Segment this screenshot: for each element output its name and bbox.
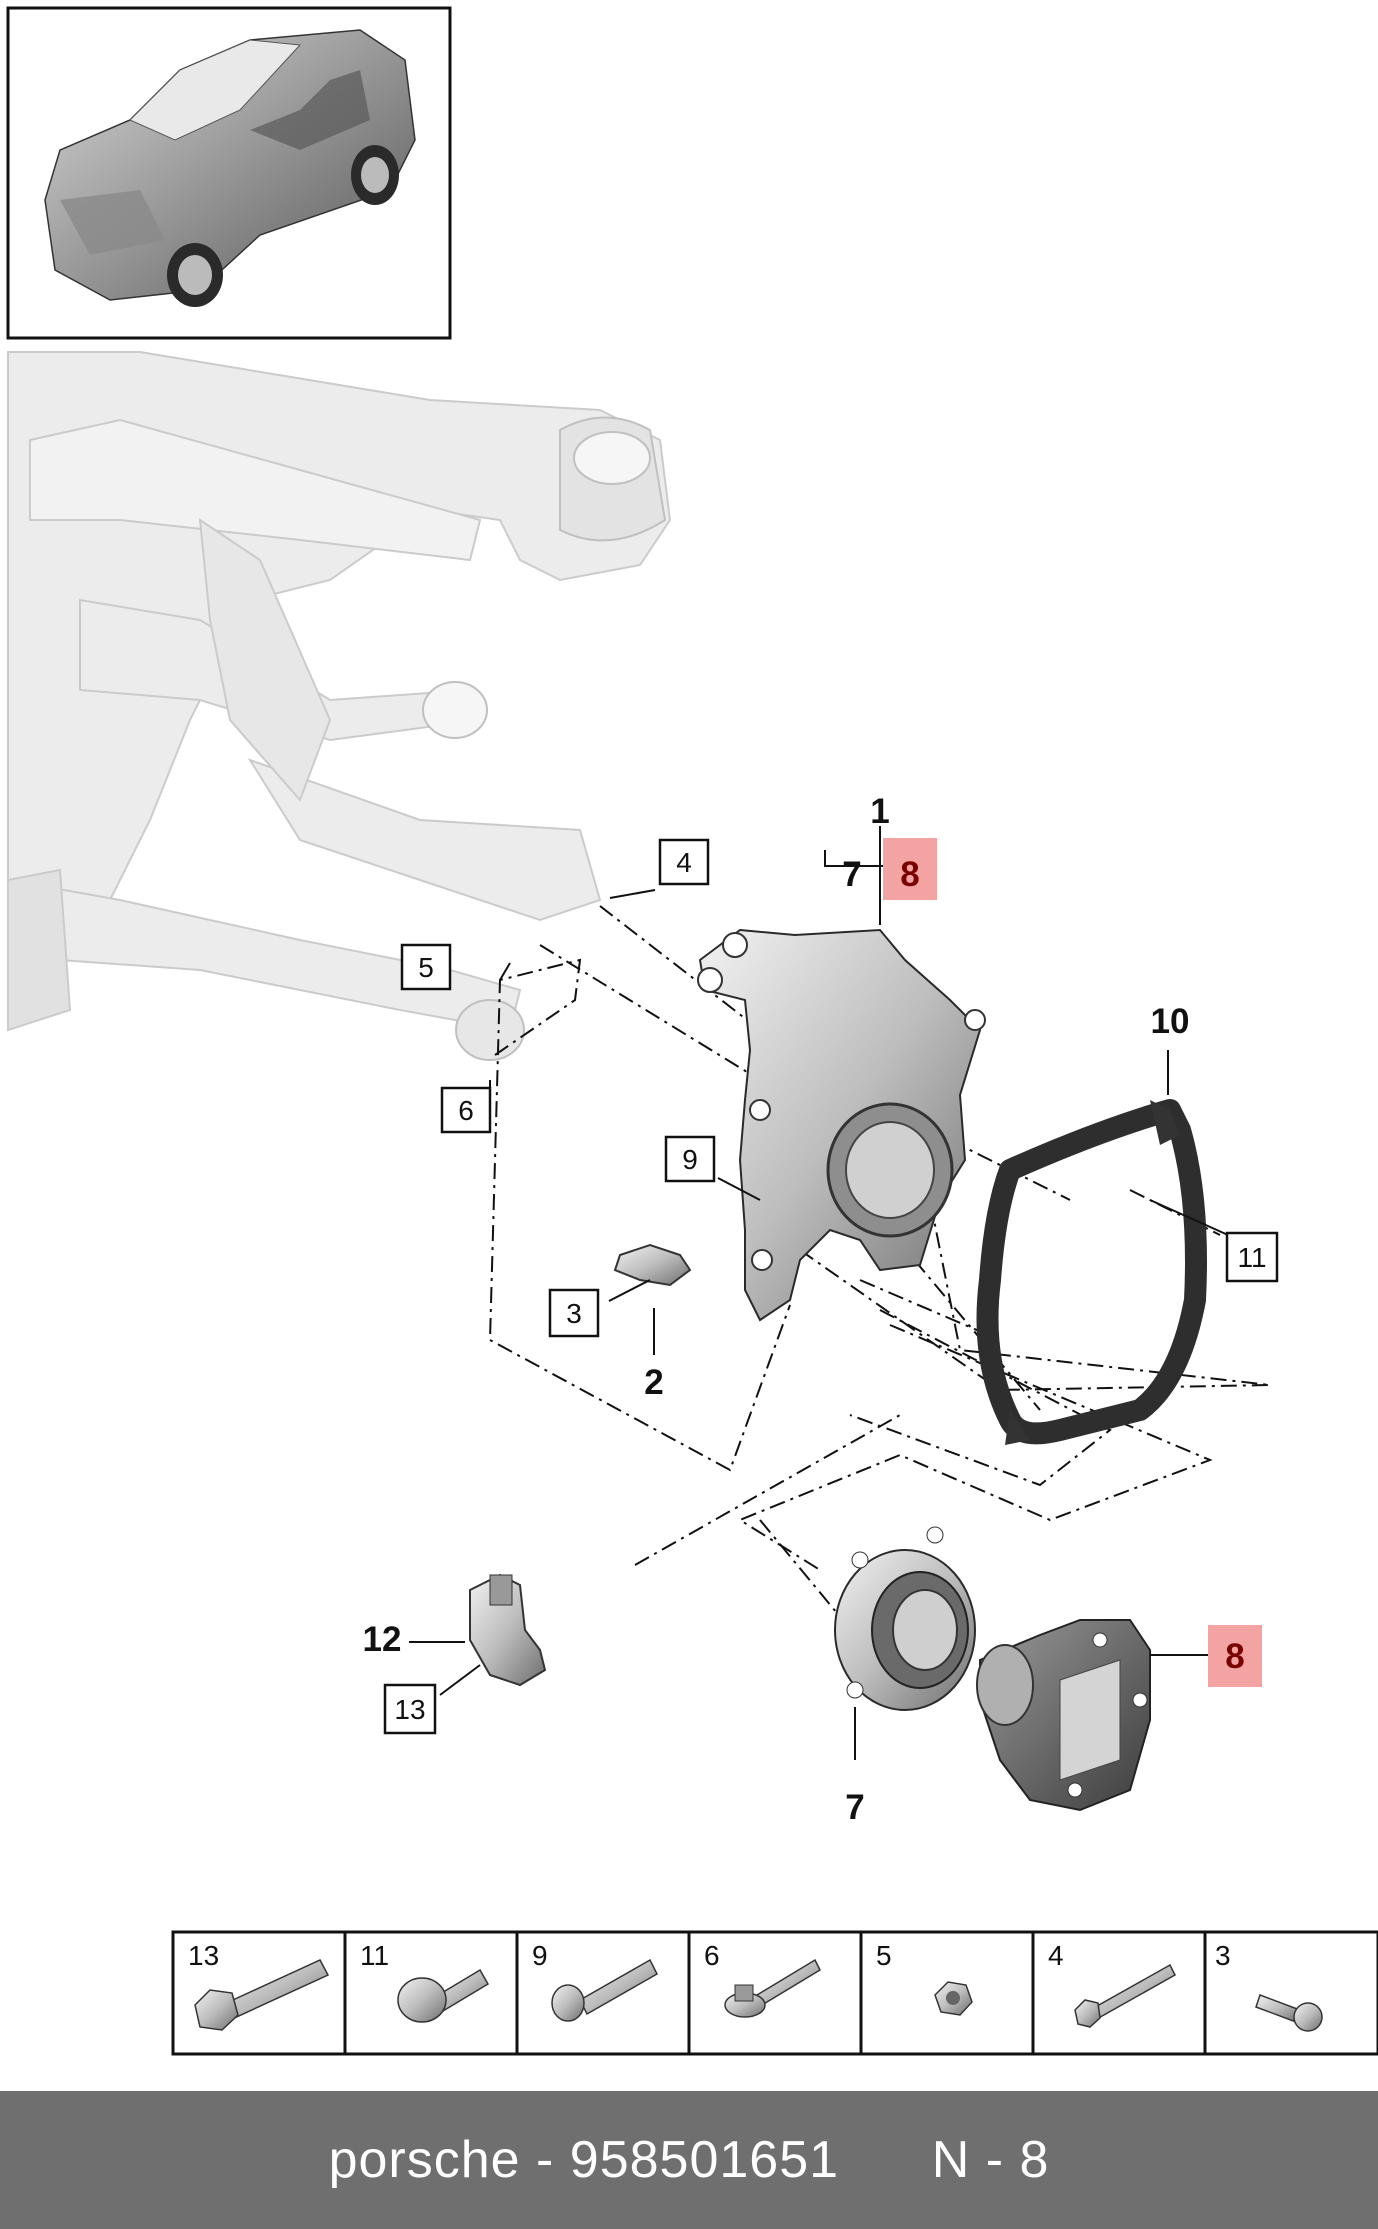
footer-part-number: 958501651	[569, 2131, 840, 2189]
footer-bar: porsche - 958501651 N - 8	[0, 2091, 1378, 2229]
bolt-icon	[1255, 1994, 1323, 2032]
bolt-icon	[551, 1958, 658, 2022]
callout-1: 1	[870, 792, 889, 831]
bolt-icon	[1074, 1963, 1176, 2028]
callout-4: 4	[676, 847, 692, 878]
bolt-icon	[724, 1958, 821, 2018]
callout-6: 6	[458, 1095, 474, 1126]
footer-separator: -	[520, 2131, 570, 2189]
bolt-icon	[194, 1959, 330, 2031]
subframe-icon	[7, 351, 672, 1061]
sensor-icon	[469, 1243, 692, 1687]
bolt-icon	[397, 1968, 490, 2023]
table-cell-label: 13	[188, 1940, 219, 1971]
callout-9: 9	[682, 1144, 698, 1175]
car-thumbnail-icon	[6, 6, 452, 340]
footer-page: N - 8	[931, 2131, 1050, 2189]
fasteners-table: 13 11 9 6 5 4 3	[171, 1930, 1378, 2056]
footer-gap	[839, 2130, 932, 2190]
callout-12: 12	[363, 1620, 402, 1659]
table-cell-label: 3	[1215, 1940, 1231, 1971]
callout-2: 2	[644, 1363, 663, 1402]
table-cell-label: 9	[532, 1940, 548, 1971]
highlight-box-top	[883, 838, 937, 900]
callout-8-top: 8	[900, 855, 919, 894]
callouts: 1 7 8 4 5 6 9 10 11 3 2 12 13 7 8	[363, 792, 1279, 1827]
callout-5: 5	[418, 952, 434, 983]
callout-10: 10	[1151, 1002, 1190, 1041]
table-cell-label: 5	[876, 1940, 892, 1971]
wheel-carrier-icon	[697, 928, 986, 1322]
exploded-parts-diagram: 1 7 8 4 5 6 9 10 11 3 2 12 13 7 8 13	[6, 6, 1378, 2056]
leader-lines	[409, 826, 1229, 1760]
callout-8-right: 8	[1225, 1637, 1244, 1676]
dust-shield-icon	[976, 1099, 1207, 1445]
wheel-hub-icon	[976, 1619, 1151, 1812]
callout-7-top: 7	[842, 855, 861, 894]
callout-3: 3	[566, 1298, 582, 1329]
callout-11: 11	[1237, 1242, 1266, 1273]
nut-icon	[934, 1981, 973, 2016]
table-cell-label: 11	[360, 1940, 389, 1971]
table-cell-label: 6	[704, 1940, 720, 1971]
callout-13: 13	[394, 1694, 425, 1725]
table-cell-label: 4	[1048, 1940, 1064, 1971]
footer-brand: porsche	[328, 2131, 521, 2189]
callout-7-bottom: 7	[845, 1788, 864, 1827]
wheel-bearing-icon	[834, 1526, 976, 1711]
highlight-box-right	[1208, 1625, 1262, 1687]
